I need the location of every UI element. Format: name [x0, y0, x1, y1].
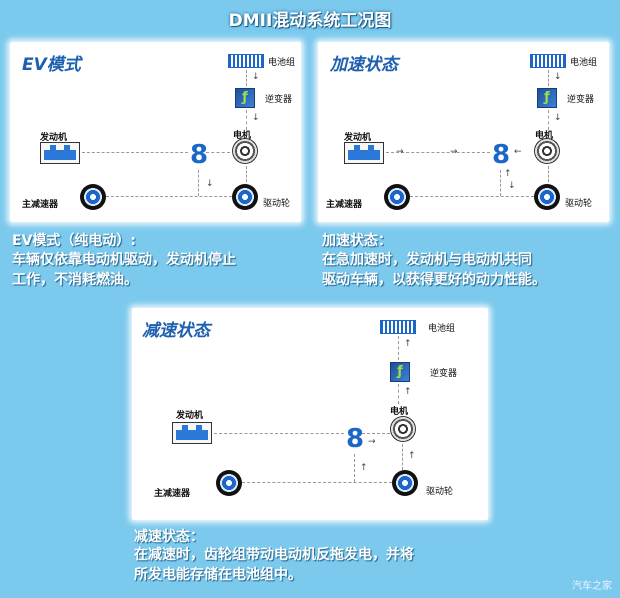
connector-line — [82, 152, 188, 153]
connector-line — [246, 110, 247, 130]
accel-desc-line-1: 在急加速时，发动机与电动机共同 — [322, 252, 532, 268]
decel-desc-line-1: 在减速时，齿轮组带动电动机反拖发电，并将 — [134, 547, 414, 563]
battery-icon — [228, 54, 264, 68]
wheel-label: 驱动轮 — [263, 199, 291, 209]
battery-label: 电池组 — [570, 58, 598, 68]
accel-desc-line-2: 驱动车辆，以获得更好的动力性能。 — [322, 272, 546, 288]
decel-desc-title: 减速状态： — [134, 529, 204, 545]
motor-label: 电机 — [233, 131, 252, 141]
decel-panel-title: 减速状态 — [142, 321, 210, 341]
wheel-icon — [534, 184, 560, 210]
connector-line — [206, 152, 230, 153]
reducer-label: 主减速器 — [154, 489, 191, 499]
arrow-up-icon: ↑ — [404, 387, 412, 397]
inverter-label: 逆变器 — [265, 95, 293, 105]
arrow-up-icon: ↑ — [504, 169, 512, 179]
page-title: DMII混动系统工况图 — [228, 11, 392, 31]
battery-icon — [380, 320, 416, 334]
connector-line — [548, 110, 549, 130]
arrow-down-icon: ↓ — [554, 113, 562, 123]
gear-icon: 8 — [346, 424, 365, 454]
wheel-icon — [384, 184, 410, 210]
arrow-down-icon: ↓ — [206, 179, 214, 189]
wheel-label: 驱动轮 — [426, 487, 454, 497]
connector-line — [198, 170, 199, 196]
battery-label: 电池组 — [428, 324, 456, 334]
ev-desc-line-1: 车辆仅依靠电动机驱动，发动机停止 — [12, 252, 236, 268]
inverter-label: 逆变器 — [430, 369, 458, 379]
connector-line — [106, 196, 232, 197]
engine-icon — [40, 142, 80, 164]
arrow-right-icon: → — [368, 437, 376, 447]
ev-desc-title: EV模式（纯电动）: — [12, 233, 136, 249]
inverter-icon: ƒ — [235, 88, 255, 108]
engine-label: 发动机 — [344, 133, 372, 143]
connector-line — [410, 196, 534, 197]
motor-label: 电机 — [535, 131, 554, 141]
arrow-down-icon: ↓ — [508, 181, 516, 191]
wheel-icon — [216, 470, 242, 496]
arrow-left-icon: ← — [514, 147, 522, 157]
inverter-icon: ƒ — [537, 88, 557, 108]
arrow-down-icon: ↓ — [554, 72, 562, 82]
watermark: 汽车之家 — [572, 581, 612, 592]
connector-line — [354, 454, 355, 482]
battery-label: 电池组 — [268, 58, 296, 68]
arrow-right-icon: → — [450, 147, 458, 157]
arrow-down-icon: ↓ — [252, 113, 260, 123]
engine-label: 发动机 — [176, 411, 204, 421]
ev-panel-title: EV模式 — [22, 55, 81, 75]
connector-line — [362, 433, 390, 434]
inverter-icon: ƒ — [390, 362, 410, 382]
connector-line — [548, 166, 549, 182]
motor-icon — [390, 416, 416, 442]
reducer-label: 主减速器 — [22, 200, 59, 210]
motor-icon — [232, 138, 258, 164]
arrow-down-icon: ↓ — [252, 72, 260, 82]
arrow-up-icon: ↑ — [360, 463, 368, 473]
connector-line — [548, 70, 549, 86]
ev-mode-panel: EV模式 电池组 ↓ ƒ 逆变器 ↓ 电机 发动机 8 ↓ 主减速器 驱动轮 — [10, 42, 301, 222]
connector-line — [402, 444, 403, 470]
connector-line — [214, 433, 344, 434]
arrow-right-icon: → — [396, 147, 404, 157]
wheel-icon — [392, 470, 418, 496]
motor-label: 电机 — [390, 407, 409, 417]
connector-line — [398, 336, 399, 360]
motor-icon — [534, 138, 560, 164]
wheel-icon — [232, 184, 258, 210]
decel-desc-line-2: 所发电能存储在电池组中。 — [134, 567, 302, 583]
gear-icon: 8 — [492, 140, 511, 170]
accel-panel-title: 加速状态 — [330, 55, 398, 75]
gear-icon: 8 — [190, 140, 209, 170]
ev-desc-line-2: 工作，不消耗燃油。 — [12, 272, 138, 288]
arrow-up-icon: ↑ — [404, 339, 412, 349]
reducer-label: 主减速器 — [326, 200, 363, 210]
connector-line — [398, 384, 399, 404]
arrow-up-icon: ↑ — [408, 451, 416, 461]
wheel-label: 驱动轮 — [565, 199, 593, 209]
connector-line — [246, 70, 247, 86]
decel-panel: 减速状态 电池组 ↑ ƒ 逆变器 ↑ 电机 发动机 8 → ↑ ↑ 主减速器 驱… — [132, 308, 488, 520]
wheel-icon — [80, 184, 106, 210]
connector-line — [500, 170, 501, 196]
inverter-label: 逆变器 — [567, 95, 595, 105]
connector-line — [246, 166, 247, 182]
engine-label: 发动机 — [40, 133, 68, 143]
accel-desc-title: 加速状态： — [322, 233, 392, 249]
connector-line — [242, 482, 392, 483]
connector-line — [386, 152, 490, 153]
accel-panel: 加速状态 电池组 ↓ ƒ 逆变器 ↓ 电机 发动机 → → 8 ← ↑ ↓ 主减… — [318, 42, 609, 222]
engine-icon — [344, 142, 384, 164]
engine-icon — [172, 422, 212, 444]
battery-icon — [530, 54, 566, 68]
